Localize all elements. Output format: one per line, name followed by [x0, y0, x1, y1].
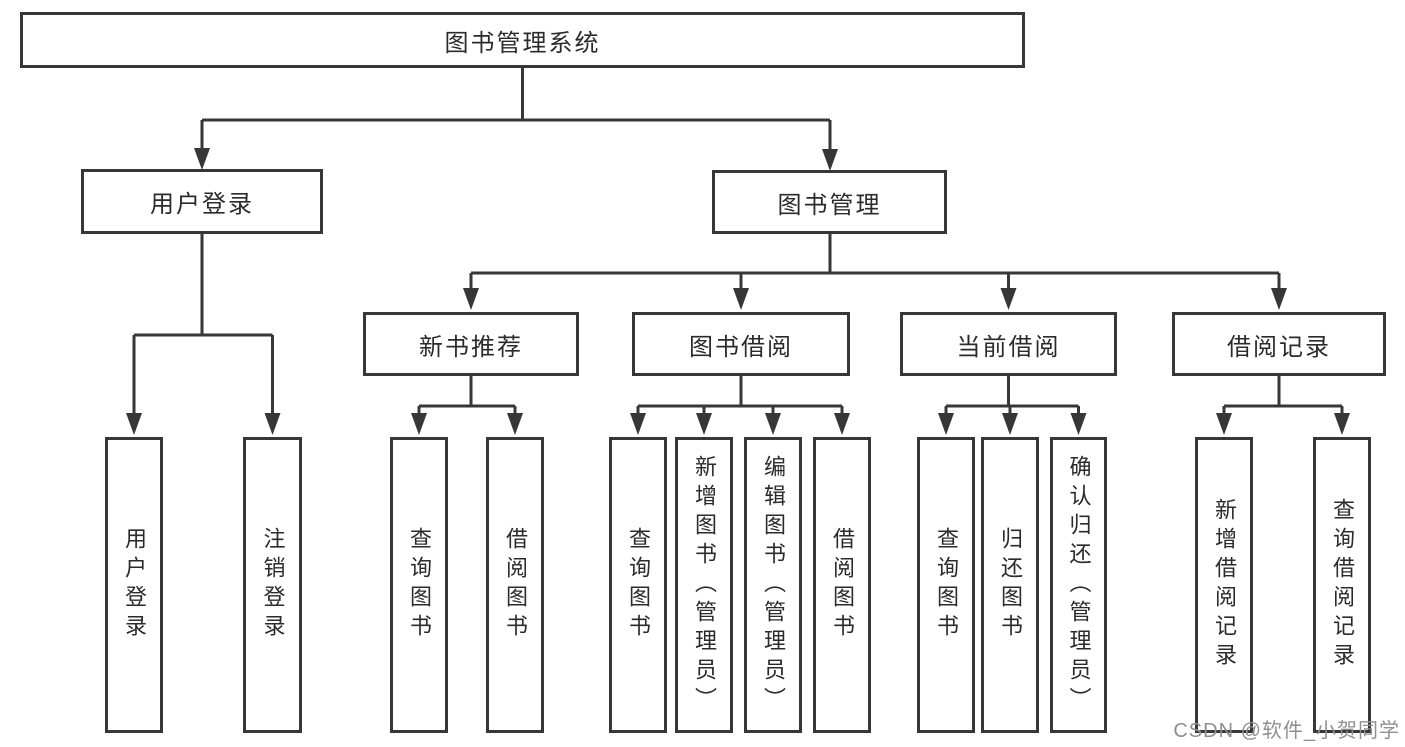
leaf-records-add-record: 新增借阅记录 [1195, 437, 1253, 733]
connector-current-borrowing-to-leaves [938, 376, 1087, 435]
node-user-login: 用户登录 [81, 169, 323, 234]
connector-book-management-to-level3 [463, 233, 1287, 310]
watermark: CSDN @软件_小贺同学 [1173, 720, 1400, 742]
leaf-borrowing-edit-books-admin: 编辑图书（管理员） [744, 437, 802, 733]
node-current-borrowing: 当前借阅 [900, 312, 1117, 376]
node-root: 图书管理系统 [20, 12, 1025, 68]
connector-new-book-to-leaves [411, 376, 523, 435]
node-book-borrowing: 图书借阅 [632, 312, 850, 376]
node-book-management: 图书管理 [712, 170, 947, 234]
leaf-current-query-books: 查询图书 [917, 437, 975, 733]
node-book-borrowing-label: 图书借阅 [689, 333, 793, 361]
leaf-recommend-borrow-books: 借阅图书 [486, 437, 544, 733]
node-current-borrowing-label: 当前借阅 [956, 333, 1061, 361]
leaf-borrowing-add-books-admin: 新增图书（管理员） [675, 437, 733, 733]
connector-root-to-level2 [194, 67, 838, 171]
leaf-logout: 注销登录 [243, 437, 302, 733]
leaf-recommend-query-books: 查询图书 [390, 437, 448, 733]
connector-borrowing-records-to-leaves [1216, 376, 1350, 435]
node-root-label: 图书管理系统 [444, 29, 601, 57]
node-user-login-label: 用户登录 [150, 191, 254, 218]
connector-user-login-to-leaves [126, 234, 281, 435]
leaf-current-confirm-return-admin: 确认归还（管理员） [1050, 437, 1107, 733]
node-new-book-recommendation: 新书推荐 [363, 312, 579, 376]
leaf-borrowing-borrow-books: 借阅图书 [813, 437, 871, 733]
node-borrowing-records: 借阅记录 [1172, 312, 1386, 376]
leaf-user-login: 用户登录 [105, 437, 163, 733]
node-book-management-label: 图书管理 [777, 191, 882, 219]
connector-book-borrowing-to-leaves [630, 376, 850, 435]
node-new-book-recommendation-label: 新书推荐 [419, 333, 523, 361]
leaf-current-return-books: 归还图书 [981, 437, 1039, 733]
leaf-records-query-record: 查询借阅记录 [1313, 437, 1371, 733]
leaf-borrowing-query-books: 查询图书 [609, 437, 667, 733]
node-borrowing-records-label: 借阅记录 [1227, 333, 1331, 361]
